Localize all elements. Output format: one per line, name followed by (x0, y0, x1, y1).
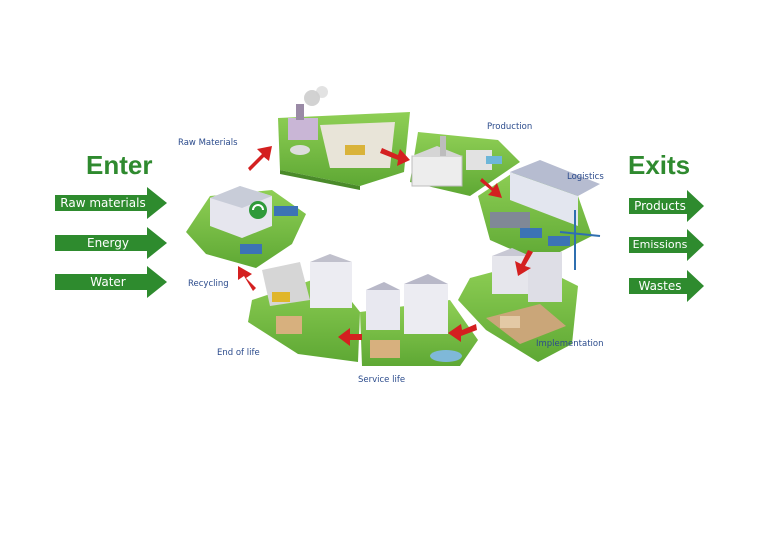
exit-item-label: Products (634, 199, 686, 213)
implementation-tile (458, 248, 578, 362)
logistics-tile (478, 160, 601, 270)
exit-arrow-wastes: Wastes (629, 270, 704, 302)
green-arrow-icon (55, 187, 167, 219)
stage-label-end-of-life: End of life (217, 348, 260, 358)
green-arrow-icon (629, 270, 704, 302)
exits-heading: Exits (628, 150, 691, 180)
stage-label-recycling: Recycling (188, 279, 229, 289)
green-arrow-icon (55, 227, 167, 259)
raw-materials-tile (278, 86, 410, 190)
arrow-production-to-logistics (480, 178, 502, 198)
green-arrow-icon (55, 266, 167, 298)
enter-item-label: Raw materials (60, 196, 146, 210)
enter-item-label: Energy (86, 236, 129, 250)
enter-arrow-energy: Energy (55, 227, 167, 259)
stage-label-logistics: Logistics (567, 172, 604, 182)
stage-label-raw-materials: Raw Materials (178, 138, 238, 148)
recycling-tile (186, 186, 306, 268)
exit-arrow-products: Products (629, 190, 704, 222)
enter-item-label: Water (90, 275, 126, 289)
end-of-life-tile (248, 254, 360, 362)
arrow-recycling-to-raw (248, 146, 272, 171)
production-tile (410, 132, 520, 196)
green-arrow-icon (629, 229, 704, 261)
exit-item-label: Wastes (638, 279, 682, 293)
green-arrow-icon (629, 190, 704, 222)
flow-arrows (238, 146, 533, 346)
enter-arrow-water: Water (55, 266, 167, 298)
stage-label-production: Production (487, 122, 533, 132)
arrow-endoflife-to-recycling (238, 266, 256, 291)
arrow-raw-to-production (380, 148, 410, 166)
arrow-logistics-to-implementation (515, 250, 533, 276)
stage-label-implementation: Implementation (536, 339, 604, 349)
service-life-tile (360, 274, 478, 366)
exit-item-label: Emissions (632, 238, 688, 251)
exit-arrow-emissions: Emissions (629, 229, 704, 261)
arrow-service-to-endoflife (338, 328, 362, 346)
arrow-implementation-to-service (448, 324, 477, 342)
enter-arrow-raw-materials: Raw materials (55, 187, 167, 219)
enter-heading: Enter (86, 150, 153, 180)
stage-label-service-life: Service life (358, 375, 406, 385)
